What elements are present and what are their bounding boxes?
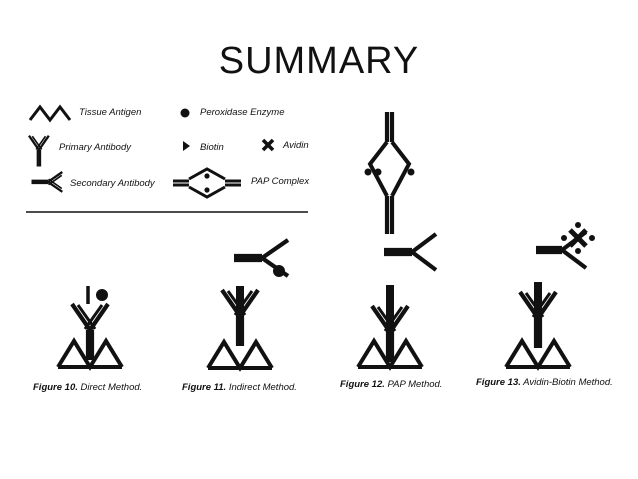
figure-13-number: Figure 13. — [476, 377, 521, 388]
figure-11-method: Indirect Method. — [228, 382, 297, 393]
label-tissue-antigen: Tissue Antigen — [79, 107, 142, 118]
pap-complex-icon — [173, 167, 241, 199]
tissue-antigen-icon — [28, 104, 72, 123]
peroxidase-enzyme-icon — [180, 108, 190, 118]
figure-10-number: Figure 10. — [33, 382, 78, 393]
caption-figure-11: Figure 11. Indirect Method. — [182, 382, 297, 393]
avidin-icon — [261, 138, 275, 152]
figure-12-pap-method — [356, 112, 438, 369]
caption-figure-12: Figure 12. PAP Method. — [340, 379, 442, 390]
page-title: SUMMARY — [218, 40, 420, 82]
label-peroxidase-enzyme: Peroxidase Enzyme — [200, 107, 285, 118]
figure-12-method: PAP Method. — [387, 379, 443, 390]
figure-11-number: Figure 11. — [182, 382, 227, 393]
figure-11-indirect-method — [206, 238, 290, 370]
figure-12-number: Figure 12. — [340, 379, 385, 390]
legend — [26, 104, 308, 213]
figure-13-method: Avidin-Biotin Method. — [523, 377, 613, 388]
figure-10-method: Direct Method. — [80, 382, 143, 393]
primary-antibody-icon — [27, 134, 50, 168]
label-avidin: Avidin — [283, 140, 309, 151]
figure-10-direct-method — [56, 286, 124, 369]
label-secondary-antibody: Secondary Antibody — [70, 178, 155, 189]
label-primary-antibody: Primary Antibody — [59, 142, 131, 153]
caption-figure-10: Figure 10. Direct Method. — [33, 382, 142, 393]
label-pap-complex: PAP Complex — [251, 176, 310, 187]
biotin-icon — [183, 141, 190, 151]
secondary-antibody-icon — [30, 170, 64, 193]
caption-figure-13: Figure 13. Avidin-Biotin Method. — [476, 377, 613, 388]
label-biotin: Biotin — [200, 142, 224, 153]
figure-13-avidin-biotin-method — [504, 222, 595, 369]
